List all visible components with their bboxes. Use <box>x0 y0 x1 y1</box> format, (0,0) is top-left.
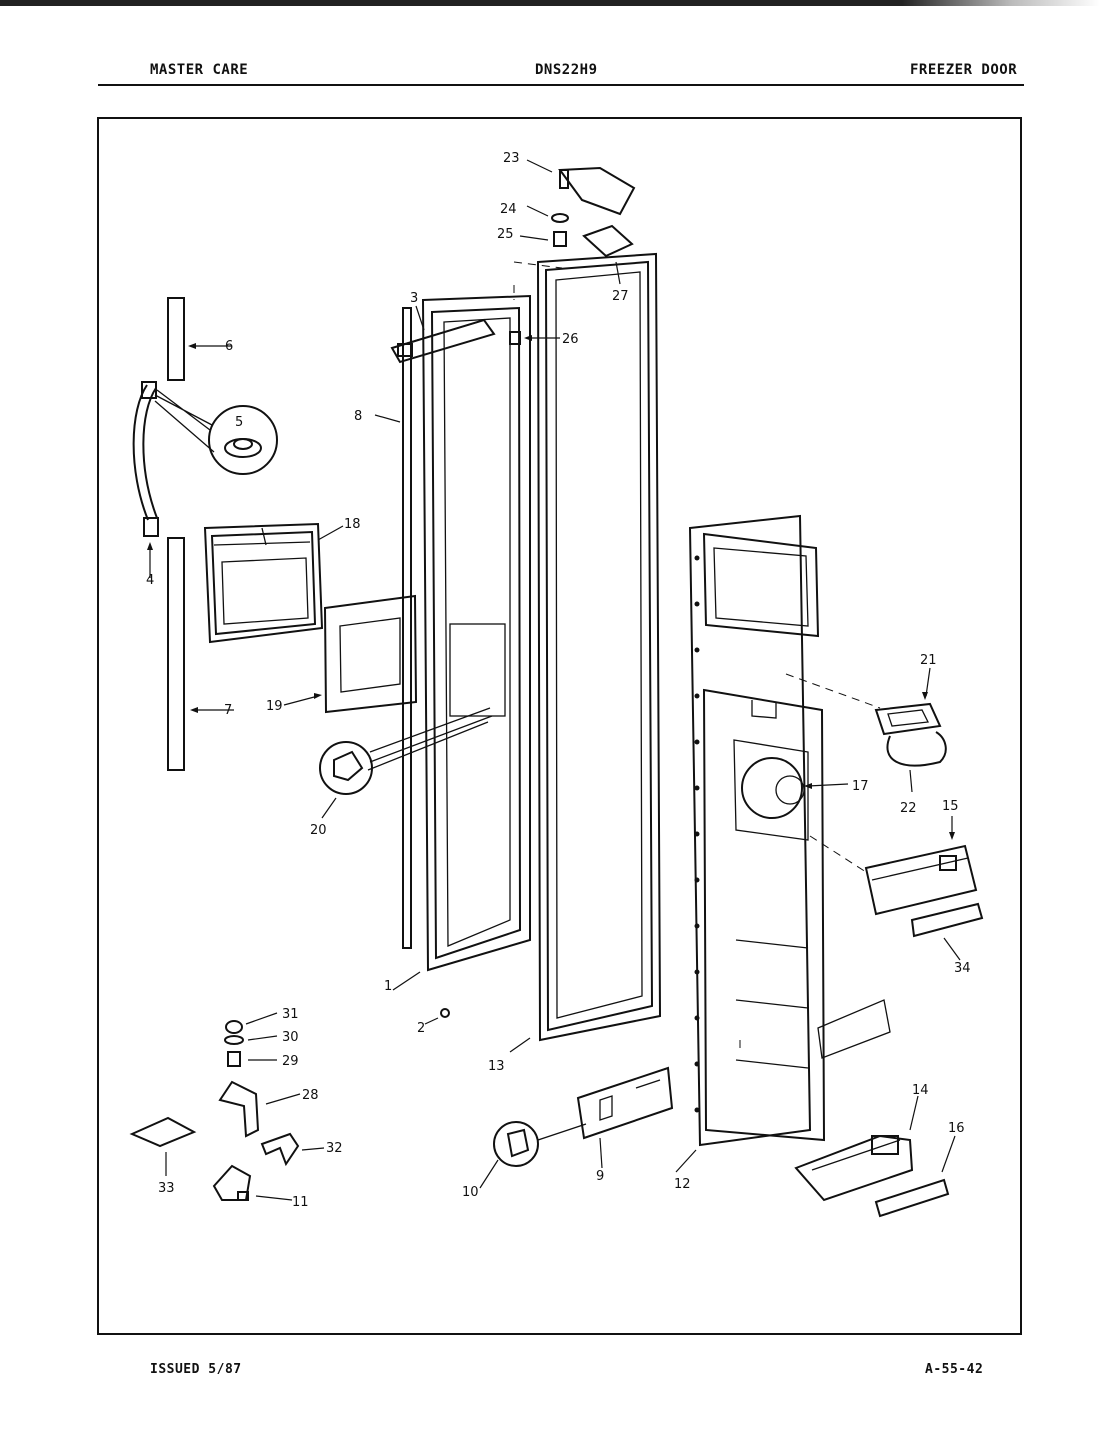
part-34-bin-trim <box>910 902 984 938</box>
callout-32: 32 <box>326 1141 343 1156</box>
callout-26: 26 <box>562 332 579 347</box>
callout-13: 13 <box>488 1059 505 1074</box>
part-29-bushing <box>227 1051 241 1067</box>
part-9-bottom-trim <box>576 1066 674 1140</box>
callout-18: 18 <box>344 517 361 532</box>
header-brand: MASTER CARE <box>150 62 249 78</box>
callout-15: 15 <box>942 799 959 814</box>
part-20-control-knob-detail <box>319 707 493 795</box>
callout-21: 21 <box>920 653 937 668</box>
callout-34: 34 <box>954 961 971 976</box>
callout-17: 17 <box>852 779 869 794</box>
part-1-door-liner <box>421 294 531 972</box>
part-31-hinge-spring <box>225 1020 243 1034</box>
callout-10: 10 <box>462 1185 479 1200</box>
callout-27: 27 <box>612 289 629 304</box>
scan-top-bar <box>0 0 1100 6</box>
footer-issue-date: ISSUED 5/87 <box>150 1362 242 1377</box>
callout-19: 19 <box>266 699 283 714</box>
part-18-dispenser-housing <box>203 522 324 644</box>
callout-12: 12 <box>674 1177 691 1192</box>
callout-4: 4 <box>146 573 154 588</box>
footer-page-code: A-55-42 <box>925 1362 984 1377</box>
part-23-hinge-plate <box>558 166 636 216</box>
callout-29: 29 <box>282 1054 299 1069</box>
part-25-bushing <box>553 231 567 247</box>
part-4-door-handle <box>132 381 159 537</box>
part-3-top-hinge <box>390 318 496 364</box>
callout-3: 3 <box>410 291 418 306</box>
part-2-screw <box>440 1008 450 1018</box>
part-21-dispenser-cover <box>874 702 942 736</box>
part-10-hinge-pin-detail <box>493 1121 587 1167</box>
part-7-trim-strip <box>167 537 185 771</box>
callout-2: 2 <box>417 1021 425 1036</box>
diagram-frame <box>97 117 1022 1335</box>
callout-8: 8 <box>354 409 362 424</box>
part-28-bottom-hinge-bracket <box>218 1080 260 1138</box>
part-13-door-gasket <box>536 252 662 1042</box>
callout-33: 33 <box>158 1181 175 1196</box>
callout-30: 30 <box>282 1030 299 1045</box>
part-22-dispenser-lever <box>886 731 947 767</box>
callout-6: 6 <box>225 339 233 354</box>
callout-5: 5 <box>235 415 243 430</box>
part-15-door-shelf-bin <box>864 844 978 916</box>
part-24-washer <box>551 213 569 223</box>
part-32-hinge-plate <box>260 1132 300 1167</box>
part-33-hinge-shim <box>129 1116 197 1148</box>
callout-25: 25 <box>497 227 514 242</box>
callout-16: 16 <box>948 1121 965 1136</box>
callout-1: 1 <box>384 979 392 994</box>
callout-24: 24 <box>500 202 517 217</box>
part-30-washer <box>224 1035 244 1045</box>
callout-28: 28 <box>302 1088 319 1103</box>
part-11-hinge-cover <box>212 1164 252 1201</box>
callout-7: 7 <box>224 703 232 718</box>
header-model-number: DNS22H9 <box>535 62 598 78</box>
part-27-shim-plate <box>582 224 634 258</box>
callout-9: 9 <box>596 1169 604 1184</box>
part-19-dispenser-plate <box>323 594 418 714</box>
callout-11: 11 <box>292 1195 309 1210</box>
callout-22: 22 <box>900 801 917 816</box>
callout-31: 31 <box>282 1007 299 1022</box>
callout-20: 20 <box>310 823 327 838</box>
part-5-handle-screw-detail <box>154 389 278 475</box>
part-12-outer-door-panel <box>688 514 891 1147</box>
part-8-door-gasket-rod <box>402 307 412 949</box>
part-26-nut <box>509 331 521 345</box>
callout-14: 14 <box>912 1083 929 1098</box>
callout-23: 23 <box>503 151 520 166</box>
header-rule <box>98 84 1024 86</box>
part-6-trim-strip <box>167 297 185 381</box>
header-section-title: FREEZER DOOR <box>910 62 1018 78</box>
part-14-lower-shelf-bin <box>794 1134 914 1202</box>
part-16-bin-trim <box>874 1178 950 1218</box>
